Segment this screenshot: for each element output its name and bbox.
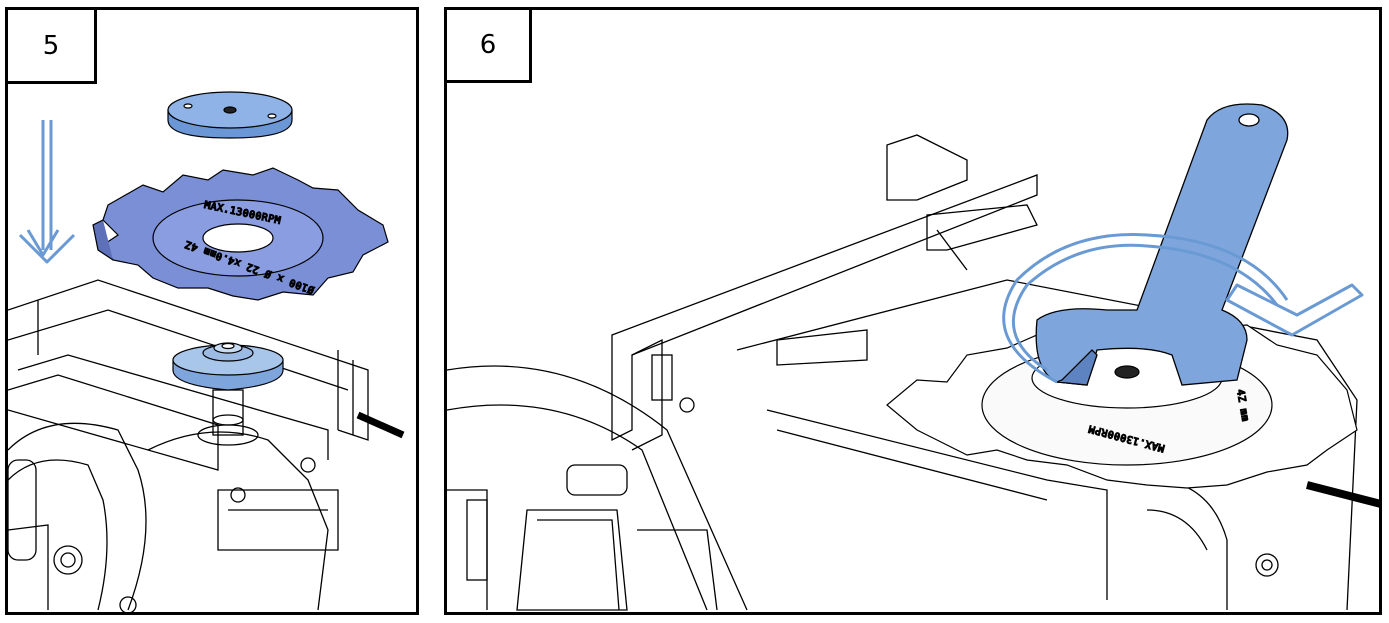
guard-housing [8,279,369,441]
outer-flange [167,91,293,139]
saw-blade: MAX.13000RPM Ø100 x Ø 22 x4.0mm 4Z [92,167,389,301]
step-5-panel: 5 [5,7,419,615]
step-6-panel: 6 [444,7,1382,615]
step-number-box: 5 [8,10,97,84]
inner-flange [172,342,284,391]
step-number: 6 [479,30,497,60]
motor-body [447,365,748,611]
step-5-illustration: MAX.13000RPM Ø100 x Ø 22 x4.0mm 4Z [8,91,405,612]
step-number-box: 6 [447,10,532,83]
rotation-arrow [1002,233,1364,384]
spanner-wrench [1035,103,1289,386]
power-cord [356,411,405,439]
power-cord [1306,481,1379,508]
step-number: 5 [42,30,60,61]
step-6-illustration: MAX.13000RPM 4Z mm [447,103,1379,611]
down-arrow [18,120,76,264]
motor-body [8,422,147,611]
